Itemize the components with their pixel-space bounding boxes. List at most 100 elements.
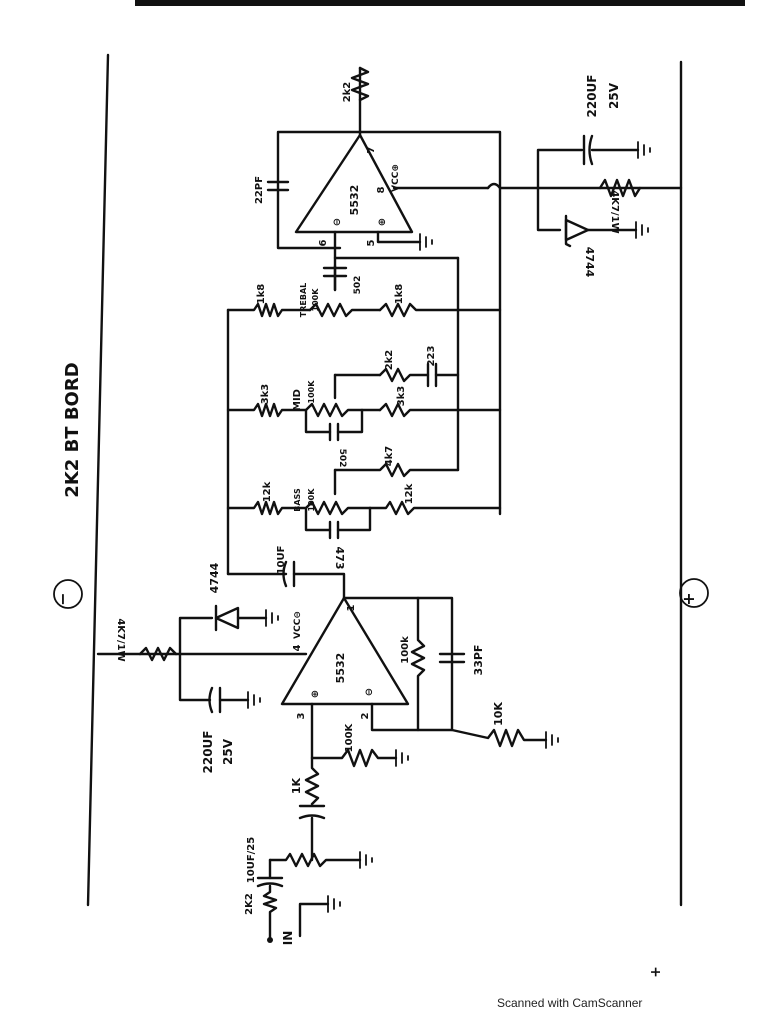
label-c-33pf: 33PF <box>472 645 485 676</box>
resistor-3k3-right <box>378 402 502 418</box>
label-mid-value: 100K <box>307 380 316 404</box>
ground-icon <box>545 731 559 749</box>
cap-502-mid-wire-a <box>304 408 332 434</box>
plus-symbol-circle <box>679 578 709 608</box>
label-z-4744-bottom: 4744 <box>208 562 221 593</box>
scan-top-edge <box>135 0 745 6</box>
cap-220uf-top-wire <box>536 148 584 190</box>
input-ground-wire <box>298 902 330 938</box>
ground-icon <box>637 141 651 159</box>
label-ic-bot-plus: ⊕ <box>310 690 321 698</box>
label-r-100k-fb: 100k <box>400 636 411 664</box>
label-c-502-top: 502 <box>353 276 363 295</box>
ground-icon <box>265 609 279 627</box>
label-c-220uf-top-v: 25V <box>607 82 621 109</box>
cap-10uf-in-plate-b <box>256 882 284 888</box>
pot-volume <box>268 852 362 868</box>
label-ic-top-minus: ⊖ <box>332 218 343 226</box>
cap-220uf-top-plate-b <box>588 134 594 166</box>
label-ic-bot-pin3: 3 <box>296 712 307 719</box>
label-r-3k3-left: 3k3 <box>260 384 271 405</box>
label-r-2k2-in: 2K2 <box>244 893 255 915</box>
label-r-1k8-left: 1k8 <box>256 284 267 305</box>
opamp-bottom <box>280 596 410 706</box>
label-r-100k-in: 100K <box>344 722 355 752</box>
resistor-2k2-top <box>350 66 370 102</box>
label-ic-bot-pin2: 2 <box>360 712 371 719</box>
pot-bass <box>304 500 372 516</box>
cap-input-plate-b <box>298 814 326 820</box>
ground-icon <box>635 221 649 239</box>
label-ic-bot-pin4: 4 <box>292 644 303 651</box>
label-c-473: 473 <box>333 547 346 570</box>
label-ic-bot-part: 5532 <box>334 653 347 684</box>
zener-4744-top <box>564 218 590 242</box>
label-ic-bot-pin1: 1 <box>346 604 357 611</box>
bottom-opamp-section <box>96 560 559 943</box>
resistor-4k7-bass <box>333 462 460 478</box>
label-bass-value: 100K <box>307 488 316 512</box>
label-c-10uf-in: 10UF/25 <box>246 837 257 883</box>
tone-stack <box>226 256 502 576</box>
minus-symbol-circle <box>53 579 83 609</box>
cap-220uf-bottom-plate-a <box>208 686 214 714</box>
resistor-3k3-left <box>226 402 308 418</box>
minus-symbol: − <box>53 592 72 605</box>
zener-4744-bottom <box>214 606 240 630</box>
plus-symbol: + <box>679 592 698 605</box>
label-in: IN <box>281 931 295 946</box>
cap-10uf-out-wire-b <box>292 572 346 600</box>
cap-473-wire-b <box>336 506 372 532</box>
label-ic-top-vcc: VCC⊕ <box>391 164 401 192</box>
label-bass: BASS <box>293 488 302 512</box>
label-r-12k-right: 12k <box>404 483 415 504</box>
label-treble: TREBAL <box>299 283 308 317</box>
label-c-220uf-top: 220UF <box>585 75 599 118</box>
ground-icon <box>327 895 341 913</box>
label-ic-top-pin5: 5 <box>366 239 377 246</box>
label-r-4k7-bass: 4k7 <box>384 446 395 467</box>
top-pin5-wire <box>376 230 422 244</box>
label-c-220uf-bottom-v: 25V <box>221 738 235 765</box>
label-ic-bot-minus: ⊖ <box>364 688 375 696</box>
label-c-10uf-out: 10UF <box>276 546 287 575</box>
label-ic-top-pin8: 8 <box>376 186 387 193</box>
wire-crossover-icon <box>486 182 502 190</box>
label-r-10k: 10K <box>492 702 505 726</box>
ground-icon <box>247 691 261 709</box>
margin-mark: + <box>648 966 664 978</box>
scanner-footer: Scanned with CamScanner <box>497 996 643 1010</box>
pot-mid <box>304 402 382 418</box>
resistor-1k8-right <box>378 302 502 318</box>
label-r-4k7-top: 4K7/1W <box>609 190 620 233</box>
label-ic-top-plus: ⊕ <box>377 218 388 226</box>
resistor-1k <box>304 756 320 806</box>
ground-icon <box>395 749 409 767</box>
negative-rail <box>86 53 110 907</box>
label-ic-top-pin6: 6 <box>318 239 329 246</box>
label-mid: MID <box>292 389 303 411</box>
ground-icon <box>359 851 373 869</box>
label-treble-value: 100K <box>311 288 320 312</box>
label-r-1k8-right: 1k8 <box>394 284 405 305</box>
resistor-100k-fb <box>410 596 426 732</box>
cap-10uf-out-plate-a <box>282 560 288 588</box>
opamp-top <box>294 133 414 234</box>
title-label: 2K2 BT BORD <box>62 362 83 497</box>
pot-treble <box>308 302 382 318</box>
resistor-4k7-top <box>598 178 642 198</box>
resistor-2k2-in <box>262 884 278 940</box>
label-c-223: 223 <box>426 346 437 367</box>
cap-502-mid-wire-b <box>336 408 364 434</box>
label-c-220uf-bottom: 220UF <box>201 731 215 774</box>
zener-bottom-wire <box>178 616 214 656</box>
cap-473-wire-a <box>304 506 332 532</box>
label-r-1k: 1K <box>290 777 303 794</box>
resistor-12k-left <box>226 500 308 516</box>
top-opamp-section <box>266 66 683 516</box>
resistor-12k-right <box>368 500 502 516</box>
resistor-1k8-left <box>226 302 312 318</box>
label-ic-top-pin7: 7 <box>366 146 377 153</box>
